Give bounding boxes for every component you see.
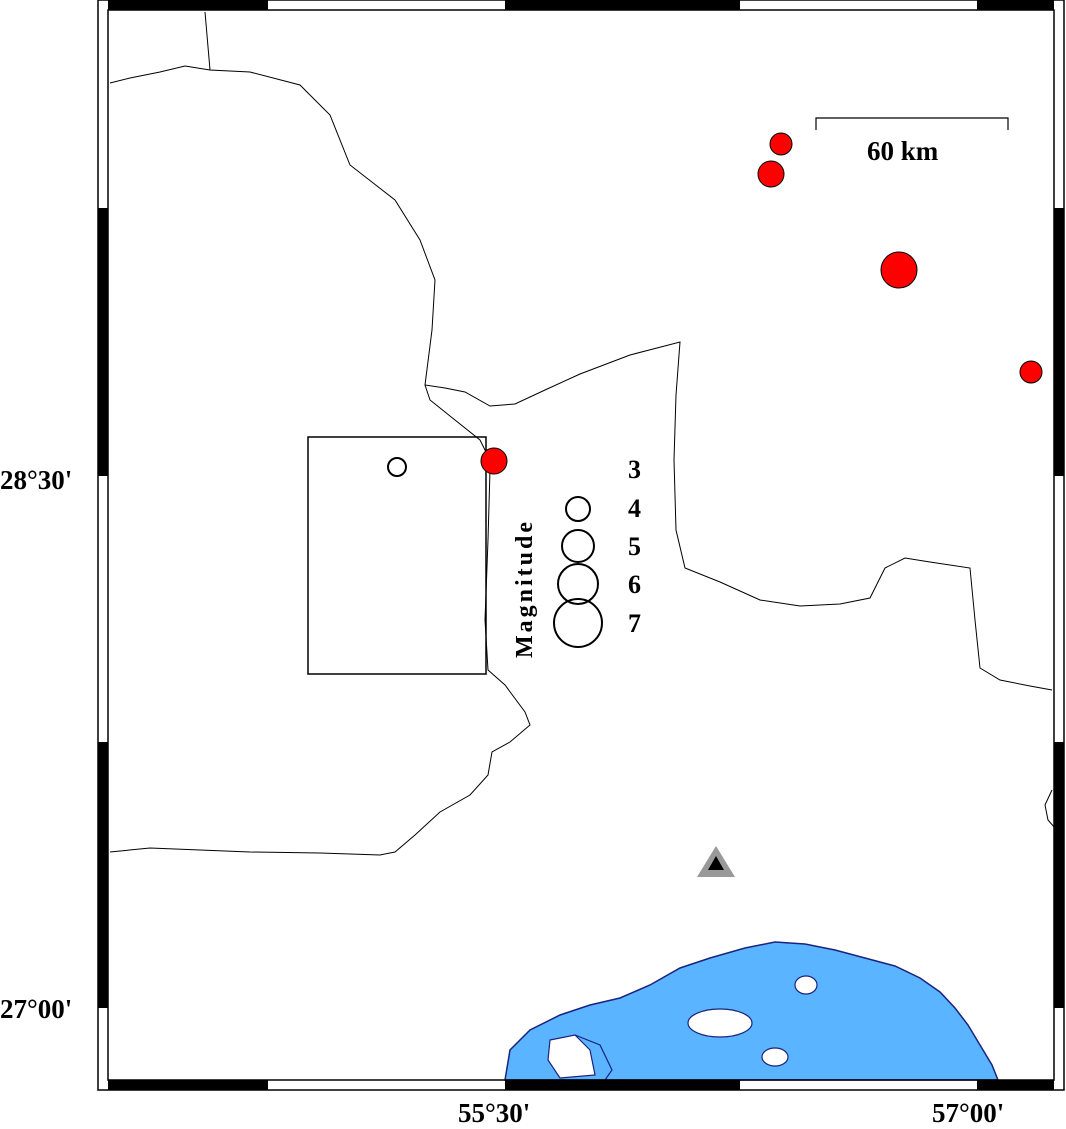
legend-value-6: 6 <box>628 570 641 599</box>
earthquake-events <box>480 132 1043 475</box>
island <box>794 975 818 995</box>
magnitude-legend-circles <box>553 496 603 648</box>
sea-area <box>504 941 1000 1081</box>
island <box>761 1047 789 1067</box>
legend-circle-4 <box>565 496 591 522</box>
legend-circle-6 <box>557 563 599 605</box>
earthquake-event <box>480 447 508 475</box>
earthquake-event <box>880 251 918 289</box>
lat-label-2830: 28°30' <box>0 465 73 495</box>
legend-circle-7 <box>553 598 603 648</box>
lon-label-5530: 55°30' <box>458 1098 531 1128</box>
legend-value-5: 5 <box>628 532 641 561</box>
legend-value-7: 7 <box>628 609 641 638</box>
lat-label-2700: 27°00' <box>0 994 73 1024</box>
legend-value-4: 4 <box>628 494 641 523</box>
island <box>687 1008 753 1038</box>
coast-inlet <box>574 1034 613 1081</box>
scale-bar-label: 60 km <box>867 136 939 166</box>
map-frame <box>97 0 1065 1091</box>
earthquake-event <box>757 160 785 188</box>
legend-circle-5 <box>561 529 595 563</box>
legend-value-3: 3 <box>628 455 641 484</box>
province-borders <box>109 11 1056 856</box>
inset-box <box>307 436 487 675</box>
lon-label-5700: 57°00' <box>932 1098 1005 1128</box>
small-event-marker <box>387 457 407 477</box>
earthquake-event <box>769 132 793 156</box>
station-triangle-icon <box>697 846 735 877</box>
legend-title: Magnitude <box>512 518 538 658</box>
scale-bar <box>815 117 1009 130</box>
earthquake-event <box>1019 360 1043 384</box>
